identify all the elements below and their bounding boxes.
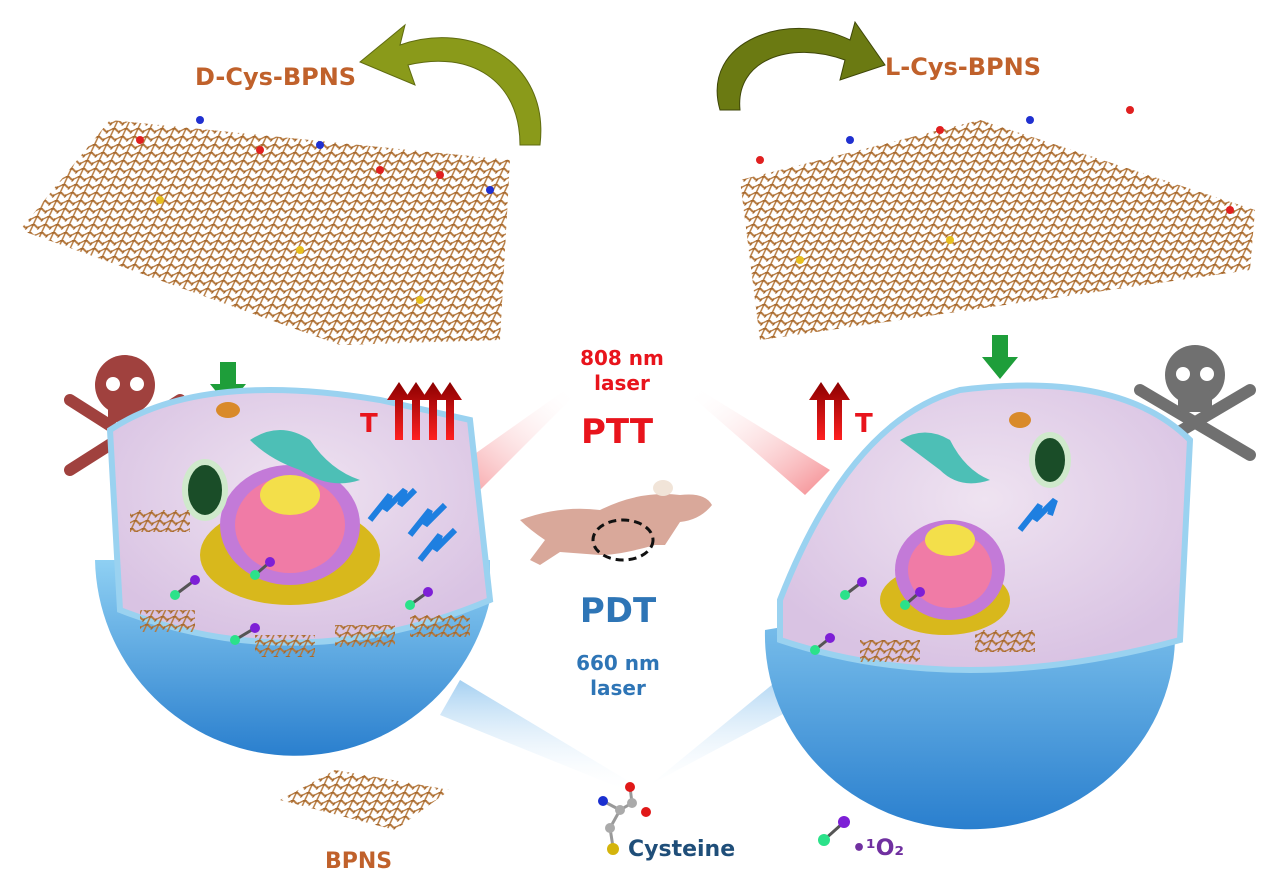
- cysteine-legend-label: Cysteine: [628, 837, 735, 862]
- ptt-beam-right: [690, 390, 830, 495]
- singlet-oxygen-legend-icon: [818, 816, 850, 846]
- pdt-label: PDT: [580, 591, 657, 631]
- cancer-cell-left: [95, 387, 494, 756]
- singlet-oxygen-molecules-right: [810, 577, 925, 655]
- temperature-arrows-left: [387, 382, 462, 440]
- l-cys-bpns-label: L-Cys-BPNS: [885, 53, 1041, 81]
- ptt-laser-wavelength: 808 nm: [580, 346, 664, 370]
- curved-arrow-right: [716, 20, 886, 111]
- green-down-arrow-right: [982, 335, 1018, 379]
- cysteine-molecule-icon: [598, 782, 651, 855]
- d-cys-bpns-label: D-Cys-BPNS: [195, 63, 356, 91]
- nude-mouse-image: [520, 480, 712, 565]
- cysteine-molecules-left: [136, 116, 494, 304]
- d-cys-bpns-sheet: [20, 120, 510, 345]
- pdt-beam-left: [440, 680, 635, 790]
- curved-arrow-left: [359, 23, 542, 146]
- temperature-label-right: T: [855, 409, 873, 439]
- pdt-laser-word: laser: [590, 676, 646, 700]
- bpns-legend-sheet: [280, 770, 450, 830]
- ptt-laser-word: laser: [594, 371, 650, 395]
- singlet-oxygen-molecules-left: [170, 557, 433, 645]
- cancer-cell-right: [764, 382, 1194, 830]
- tumor-marker: [591, 518, 655, 562]
- cysteine-molecules-right: [756, 106, 1234, 264]
- singlet-oxygen-legend-label: •¹O₂: [852, 836, 904, 861]
- bpns-legend-label: BPNS: [325, 849, 392, 874]
- pdt-laser-wavelength: 660 nm: [576, 651, 660, 675]
- temperature-arrows-right: [809, 382, 850, 440]
- pdt-beam-right: [640, 670, 800, 790]
- ptt-label: PTT: [581, 412, 654, 452]
- l-cys-bpns-sheet: [740, 120, 1255, 340]
- temperature-label-left: T: [360, 409, 378, 439]
